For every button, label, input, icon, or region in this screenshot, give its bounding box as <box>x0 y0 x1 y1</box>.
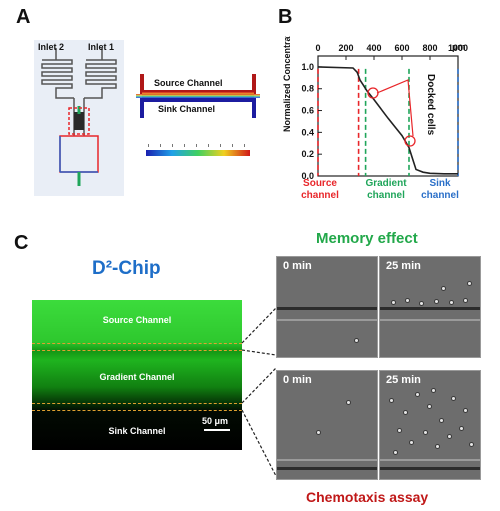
y-tick-label: 0.8 <box>301 84 314 94</box>
x-tick-label: 600 <box>394 43 409 53</box>
region-source: Source channel <box>296 178 344 202</box>
y-tick-label: 0.0 <box>301 171 314 181</box>
sim-source-label: Source Channel <box>154 78 223 88</box>
concentration-chart: 0 200 400 600 800 1000 0.0 0.2 0.4 0.6 0.8 1.0 Dock… <box>282 36 468 181</box>
docked-cells-label: Docked cells <box>425 74 436 136</box>
y-tick-label: 0.6 <box>301 106 314 116</box>
fl-gradient-label: Gradient Channel <box>99 372 175 382</box>
chemotaxis-0min-label: 0 min <box>283 374 312 386</box>
x-unit: μm <box>452 42 466 52</box>
docked-pointer <box>376 79 414 137</box>
docked-circle-2 <box>404 135 416 147</box>
y-tick-label: 0.4 <box>301 127 314 137</box>
divider-2 <box>32 350 242 351</box>
chemotaxis-image-0min: 0 min <box>276 370 378 480</box>
region-source-line1: Source <box>303 178 337 189</box>
fl-sink-label: Sink Channel <box>108 426 166 436</box>
memory-effect-title: Memory effect <box>316 230 418 247</box>
chart-ticks: 0 200 400 600 800 1000 0.0 0.2 0.4 0.6 0.8 1.0 <box>301 43 468 181</box>
memory-25min-label: 25 min <box>386 260 421 272</box>
region-sink-line2: channel <box>421 190 459 201</box>
x-tick-label: 800 <box>422 43 437 53</box>
channel-boundaries <box>317 68 459 176</box>
inlet2-label: Inlet 2 <box>38 42 65 52</box>
chip-title: D²-Chip <box>92 258 161 279</box>
scale-bar-label: 50 μm <box>202 416 229 426</box>
region-gradient-line2: channel <box>367 190 405 201</box>
chip-schematic: Inlet 2 Inlet 1 <box>34 40 124 196</box>
memory-0min-label: 0 min <box>283 260 312 272</box>
region-sink-line1: Sink <box>429 178 451 189</box>
region-gradient-line1: Gradient <box>365 178 407 189</box>
panel-label-b: B <box>278 6 293 28</box>
panel-label-a: A <box>16 6 31 28</box>
fl-source-label: Source Channel <box>102 315 172 325</box>
x-tick-label: 200 <box>338 43 353 53</box>
scale-bar <box>204 429 230 431</box>
region-sink: Sink channel <box>418 178 462 202</box>
divider-4 <box>32 410 242 411</box>
chemotaxis-25min-label: 25 min <box>386 374 421 386</box>
zoom-lines <box>241 307 277 477</box>
inlet1-label: Inlet 1 <box>88 42 115 52</box>
docked-cells-annotation: Docked cells <box>367 74 436 147</box>
concentration-series <box>317 66 458 175</box>
divider-1 <box>32 343 242 344</box>
sim-sink-label: Sink Channel <box>158 104 216 114</box>
chart-frame <box>317 55 459 177</box>
x-tick-label: 0 <box>315 43 320 53</box>
memory-image-25min: 25 min <box>379 256 481 358</box>
y-tick-label: 1.0 <box>301 62 314 72</box>
simulation-view: Source Channel Sink Channel <box>136 74 260 174</box>
divider-3 <box>32 403 242 404</box>
x-tick-label: 1000 <box>448 43 468 53</box>
chip-schematic-drawing <box>41 48 117 186</box>
region-source-line2: channel <box>301 190 339 201</box>
fluorescence-image: Source Channel Gradient Channel Sink Cha… <box>32 300 242 450</box>
y-axis-label: Normalized Concentration <box>282 36 292 132</box>
chemotaxis-image-25min: 25 min <box>379 370 481 480</box>
region-gradient: Gradient channel <box>360 178 412 202</box>
memory-image-0min: 0 min <box>276 256 378 358</box>
chemotaxis-title: Chemotaxis assay <box>306 489 429 505</box>
y-tick-label: 0.2 <box>301 149 314 159</box>
panel-label-c: C <box>14 232 29 254</box>
concentration-line <box>317 66 458 175</box>
x-tick-label: 400 <box>366 43 381 53</box>
plot-frame <box>317 55 459 177</box>
